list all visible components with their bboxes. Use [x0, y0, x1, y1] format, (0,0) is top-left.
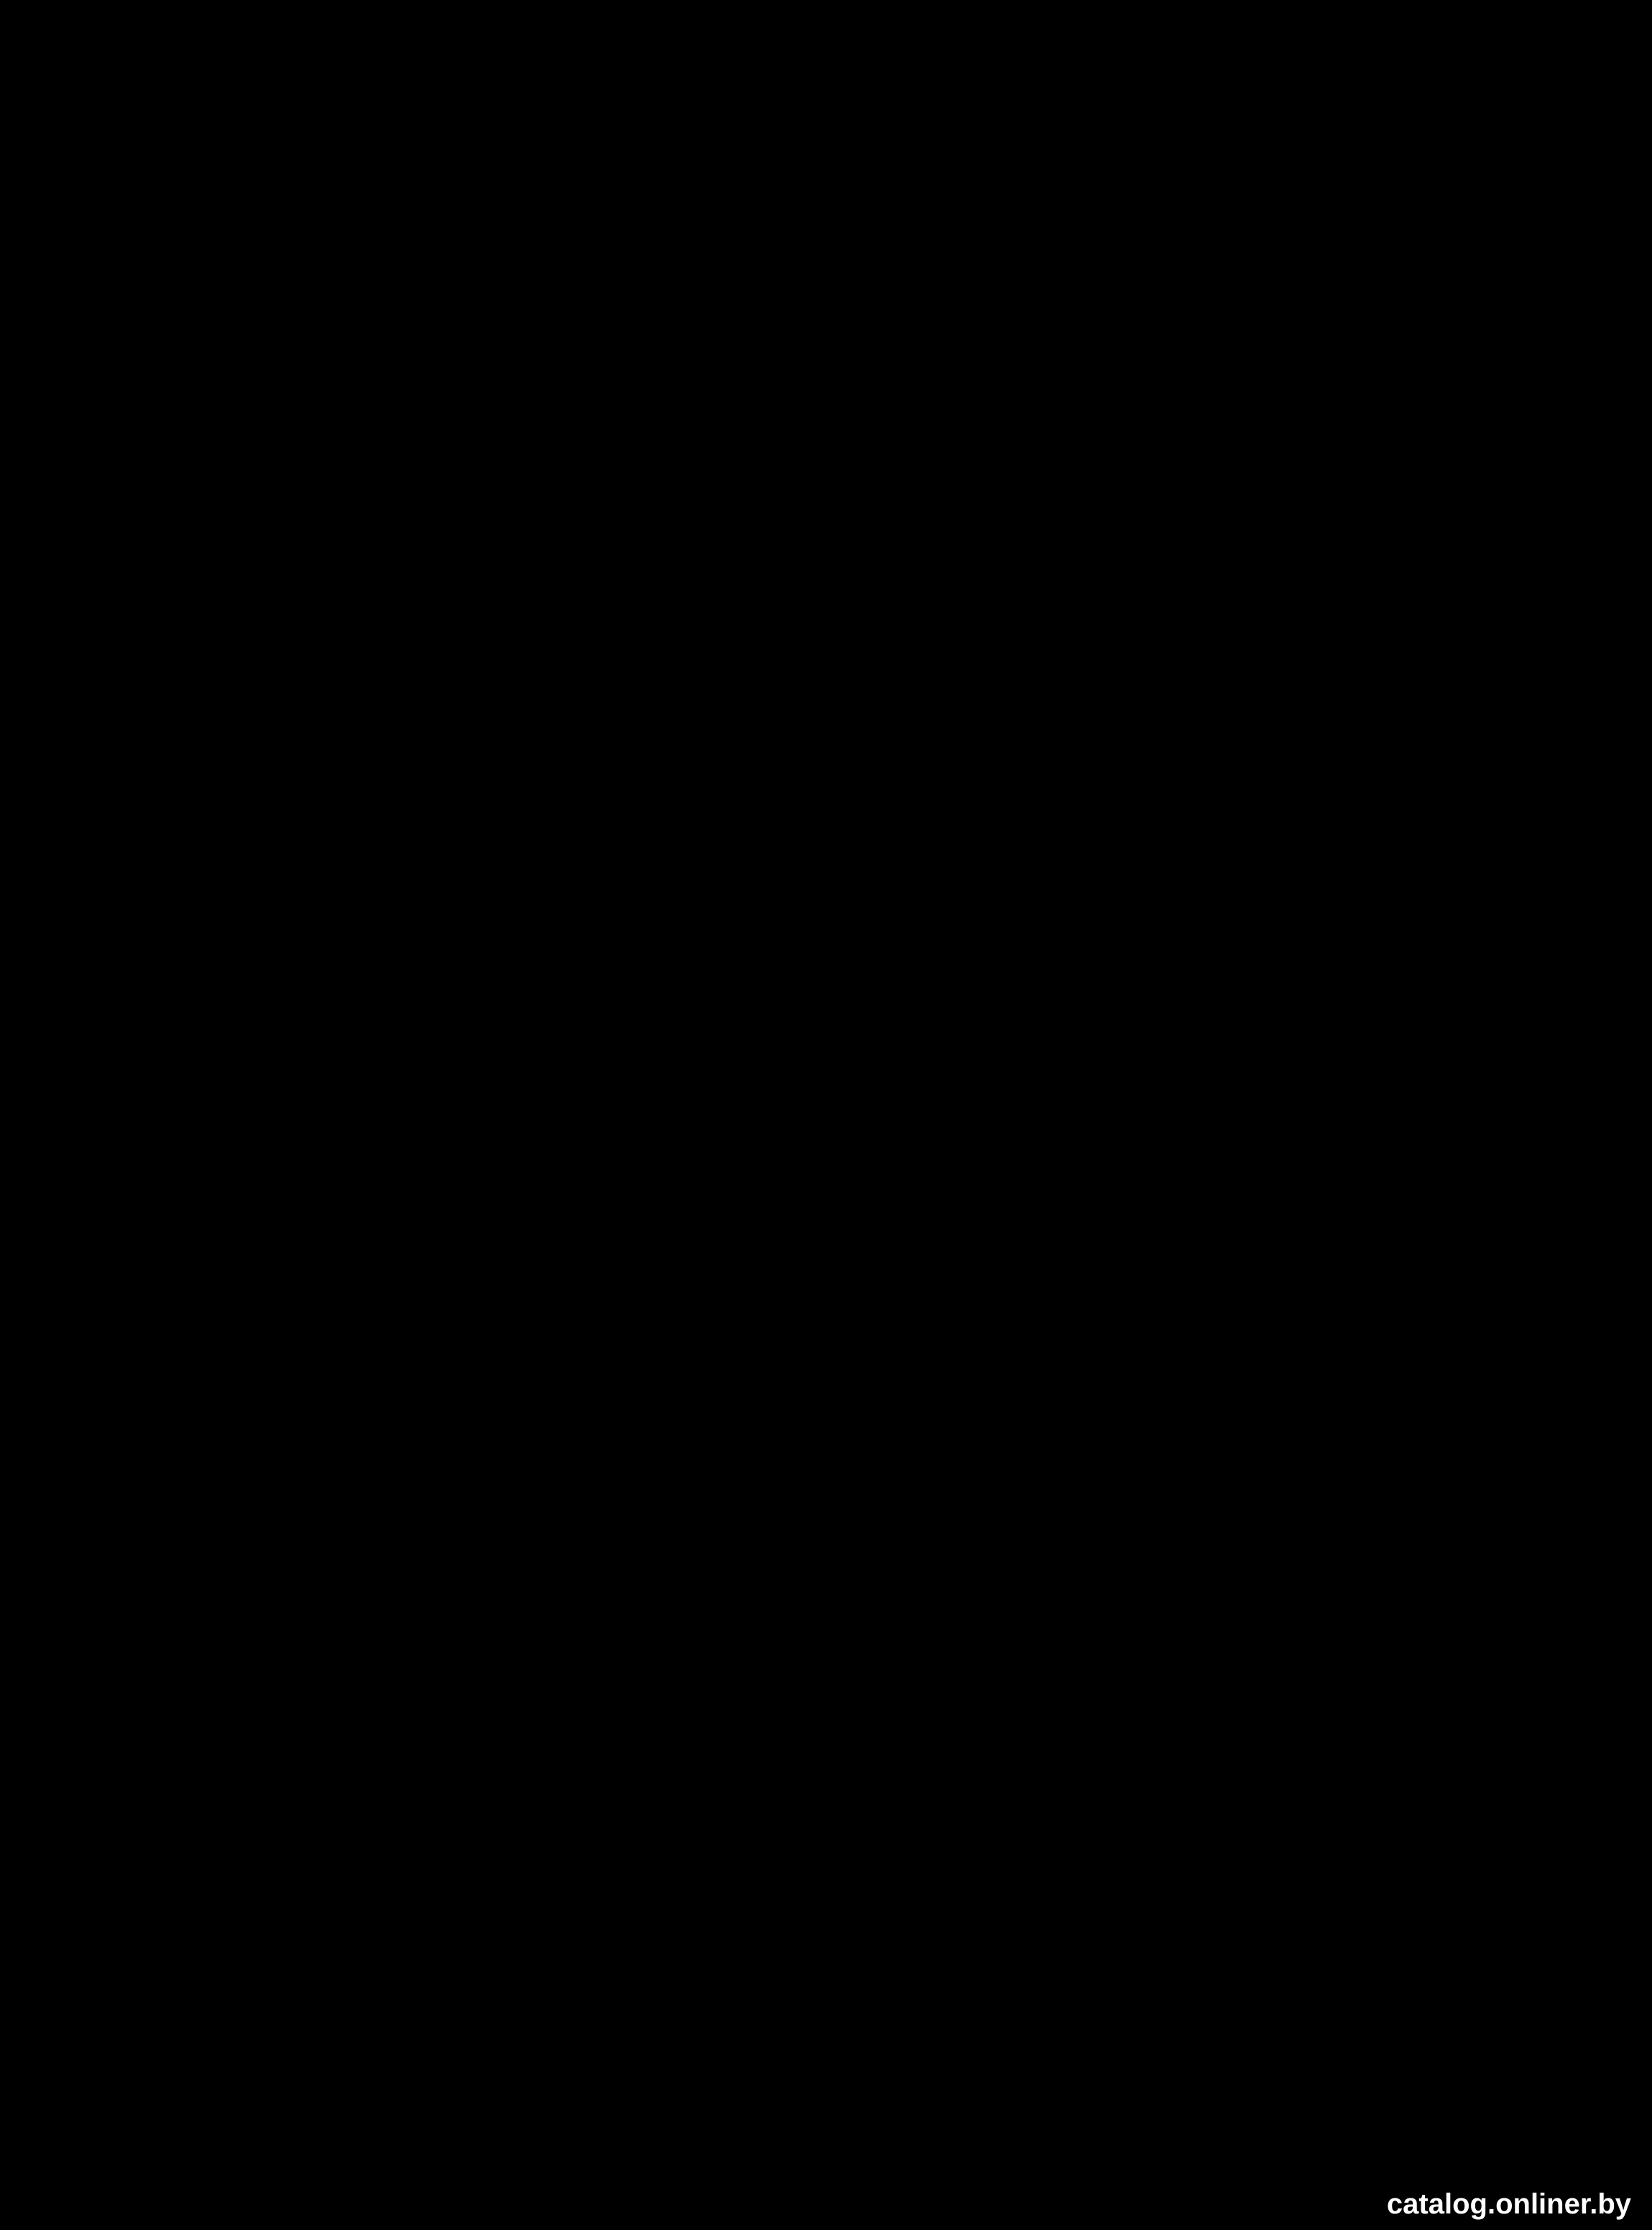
top-view: 150 STUDENÁ VODA TEPLÁ VODA 130 — [5, 1189, 1569, 2131]
side-aerator — [1471, 1061, 1569, 1116]
dim-thread: G 1/2 — [21, 387, 76, 515]
label-warm-water: TEPLÁ VODA — [129, 1640, 184, 1940]
side-spout-inner — [443, 625, 1547, 1059]
dim-spout-offset: 50 — [261, 911, 328, 972]
dim-body-depth: 130 — [416, 2064, 517, 2126]
dim-handle-rise: 31 — [872, 33, 928, 93]
side-wall-flange-bottom — [213, 526, 272, 584]
side-inlet-thread — [142, 402, 189, 498]
top-flange-lower-b — [213, 1974, 268, 2022]
label-cold-water: STUDENÁ VODA — [5, 1189, 60, 1570]
side-view: 31 78 G 1/2 166 50 270 — [21, 0, 1569, 1189]
top-spout — [727, 1651, 1561, 1720]
top-body-outline — [326, 1333, 469, 1996]
side-handle-lower — [479, 129, 764, 254]
dim-spout-reach: 270 — [969, 1119, 1071, 1181]
top-flange-upper-b — [213, 1457, 268, 1511]
side-body — [326, 447, 510, 552]
top-flange-lower-a — [213, 1723, 268, 1784]
side-wall-flange-top — [213, 316, 272, 376]
side-handle-base — [318, 292, 509, 318]
dim-spout-height: 166 — [1216, 668, 1278, 769]
top-inlet-upper — [142, 1313, 189, 1411]
side-handle-lever — [357, 8, 663, 180]
side-spout-outer — [372, 625, 563, 923]
side-swivel-ball-right — [428, 564, 449, 586]
model-code: S002 — [1473, 2163, 1652, 2230]
top-flange-upper-a — [192, 1263, 268, 1339]
side-swivel-collar — [364, 602, 455, 627]
dim-inlet-spacing: 150 — [16, 1710, 78, 1811]
dim-body-to-handle: 78 — [872, 286, 928, 346]
side-swivel-ball-left — [366, 564, 388, 586]
watermark: catalog.onliner.by — [1387, 2188, 1632, 2220]
side-handle-cap — [323, 170, 498, 290]
side-spout-bend — [1370, 919, 1484, 1066]
